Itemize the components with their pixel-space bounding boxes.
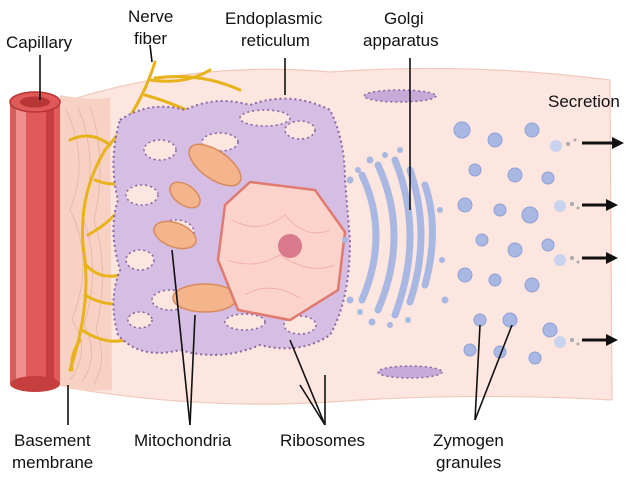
label-basement-2: membrane [12, 453, 93, 473]
basement-membrane [60, 95, 112, 391]
label-basement-1: Basement [14, 431, 91, 451]
label-golgi-1: Golgi [384, 9, 424, 29]
label-zymogen-2: granules [436, 453, 501, 473]
capillary [10, 92, 60, 392]
label-er-2: reticulum [241, 31, 310, 51]
label-nerve-fiber-2: fiber [134, 29, 167, 49]
label-capillary: Capillary [6, 33, 72, 53]
label-golgi-2: apparatus [363, 31, 439, 51]
label-secretion: Secretion [548, 92, 620, 112]
label-nerve-fiber-1: Nerve [128, 7, 173, 27]
nucleolus [278, 234, 302, 258]
label-zymogen-1: Zymogen [433, 431, 504, 451]
label-er-1: Endoplasmic [225, 9, 322, 29]
label-mitochondria: Mitochondria [134, 431, 231, 451]
label-ribosomes: Ribosomes [280, 431, 365, 451]
